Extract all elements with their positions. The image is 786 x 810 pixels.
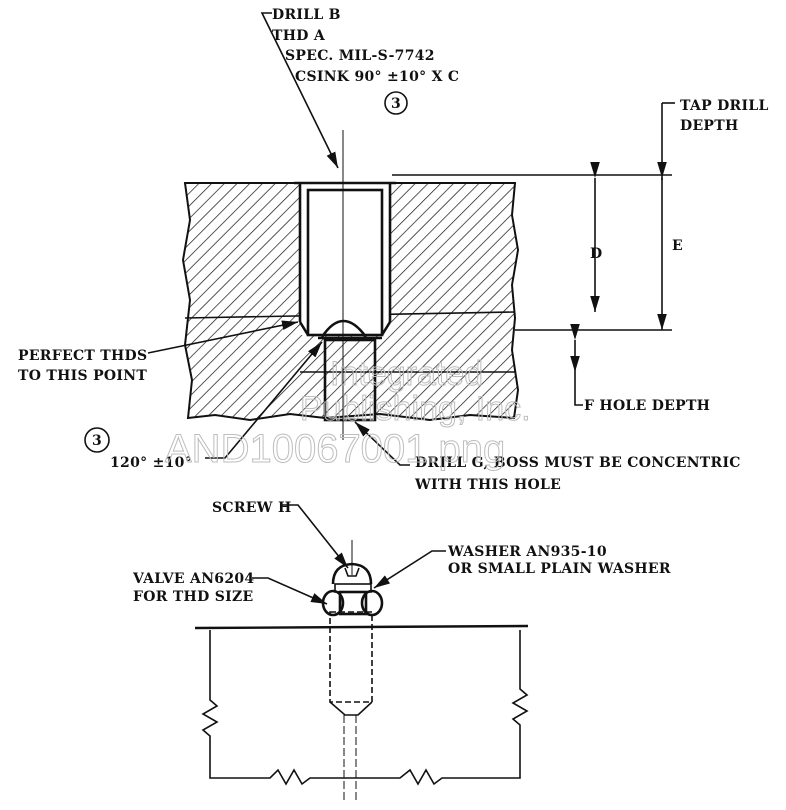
- dimension-e-label: E: [672, 238, 683, 254]
- svg-text:WITH THIS HOLE: WITH THIS HOLE: [414, 477, 561, 493]
- svg-text:PERFECT THDS: PERFECT THDS: [18, 348, 147, 364]
- svg-text:3: 3: [92, 433, 102, 449]
- valve-assembly-view: SCREW H WASHER AN935-10 OR SMALL PLAIN W…: [132, 500, 671, 800]
- note-reference-circle: [384, 91, 408, 115]
- svg-text:DRILL B: DRILL B: [272, 7, 341, 23]
- drill-g-callout: DRILL G, BOSS MUST BE CONCENTRIC WITH TH…: [354, 421, 741, 493]
- svg-text:120° ±10°: 120° ±10°: [110, 455, 192, 471]
- watermark-line-2: Publishing, Inc.: [300, 390, 531, 428]
- screw-h-label: SCREW H: [212, 500, 291, 516]
- dimension-lines: D E TAP DRILL DEPTH F HOLE DEPTH: [392, 98, 769, 414]
- svg-text:DRILL G, BOSS MUST BE CONCENTR: DRILL G, BOSS MUST BE CONCENTRIC: [415, 455, 741, 471]
- tap-drill-label: TAP DRILL: [680, 98, 769, 114]
- svg-text:THD A: THD A: [272, 28, 326, 44]
- svg-text:SPEC. MIL-S-7742: SPEC. MIL-S-7742: [285, 48, 435, 64]
- perfect-threads-callout: PERFECT THDS TO THIS POINT: [18, 320, 299, 384]
- note-reference-circle: [84, 427, 110, 453]
- watermark-line-1: Integrated: [330, 355, 483, 393]
- watermark: Integrated Publishing, Inc. AND10067001.…: [165, 355, 532, 472]
- drill-b-callout: DRILL B THD A SPEC. MIL-S-7742 CSINK 90°…: [260, 7, 459, 169]
- dimension-d-label: D: [590, 246, 602, 262]
- thd-size-label: FOR THD SIZE: [133, 589, 253, 605]
- svg-text:TO THIS POINT: TO THIS POINT: [18, 368, 147, 384]
- f-hole-depth-label: F HOLE DEPTH: [584, 398, 710, 414]
- svg-text:CSINK 90° ±10° X C: CSINK 90° ±10° X C: [295, 69, 459, 85]
- boss-section-view: [181, 130, 520, 440]
- angle-callout: 3 120° ±10°: [84, 341, 323, 471]
- valve-label: VALVE AN6204: [132, 571, 254, 587]
- svg-text:3: 3: [391, 96, 401, 112]
- washer-label: WASHER AN935-10: [447, 544, 607, 560]
- watermark-line-3: AND10067001.png: [165, 427, 505, 471]
- depth-label: DEPTH: [680, 118, 738, 134]
- washer-alt-label: OR SMALL PLAIN WASHER: [448, 561, 671, 577]
